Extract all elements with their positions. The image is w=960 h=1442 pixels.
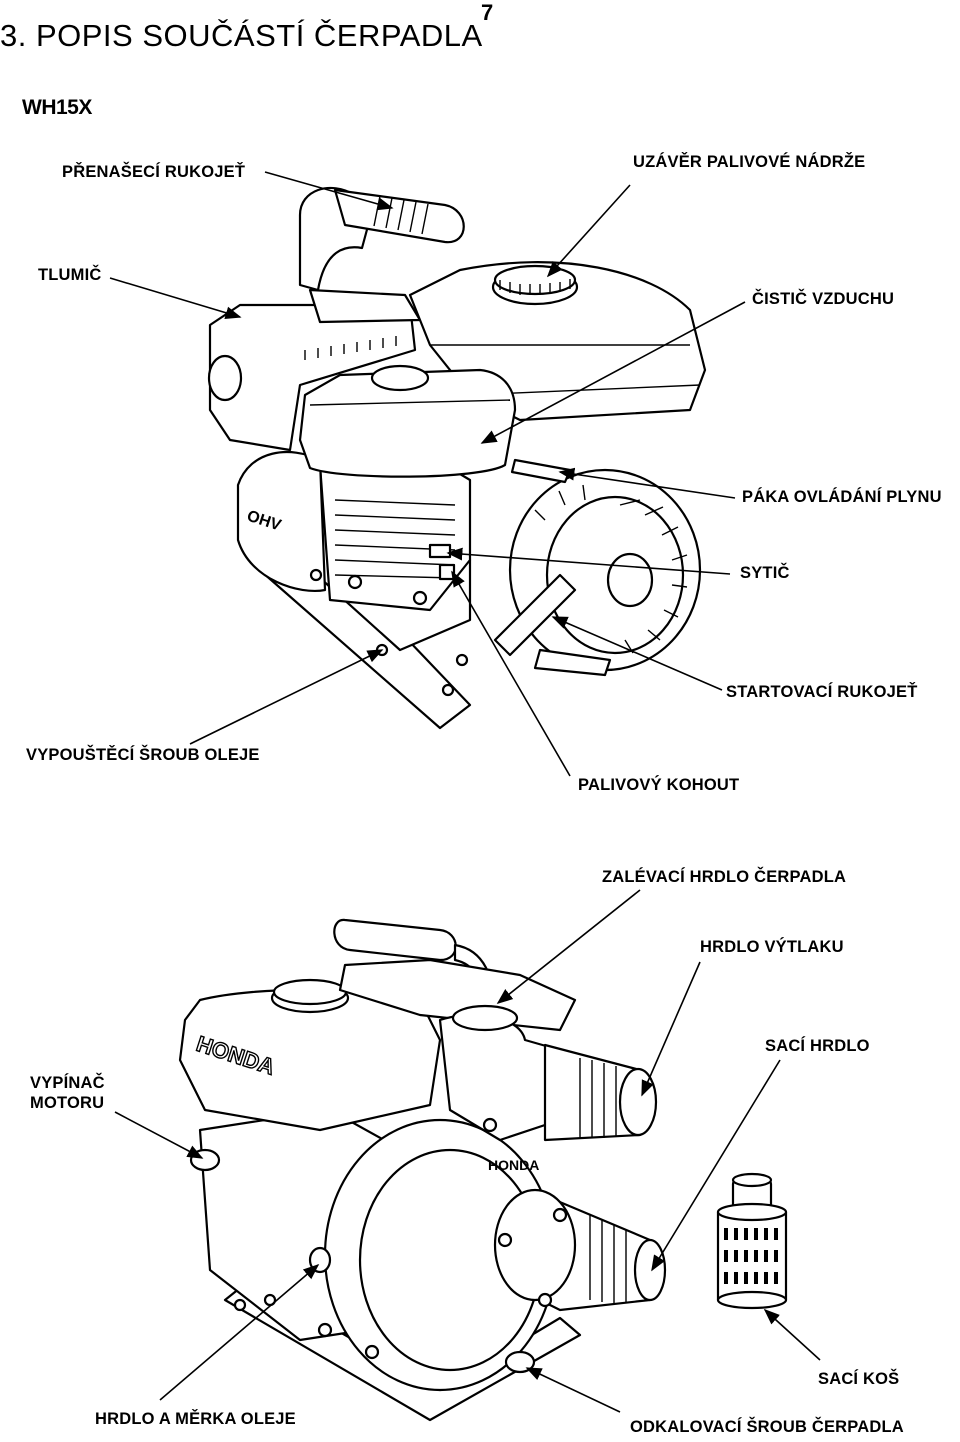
label-starter-grip: STARTOVACÍ RUKOJEŤ (726, 683, 918, 701)
label-oil-filler: HRDLO A MĚRKA OLEJE (95, 1410, 296, 1428)
label-suction-port: SACÍ HRDLO (765, 1037, 870, 1055)
label-fuel-valve: PALIVOVÝ KOHOUT (578, 776, 740, 794)
label-muffler: TLUMIČ (38, 266, 102, 284)
label-oil-drain: VYPOUŠTĚCÍ ŠROUB OLEJE (26, 746, 260, 764)
label-carry-handle: PŘENAŠECÍ RUKOJEŤ (62, 163, 246, 181)
bottom-pump-drawing: HONDA HONDA (178, 918, 788, 1422)
label-throttle-lever: PÁKA OVLÁDÁNÍ PLYNU (742, 488, 942, 506)
page-number: 7 (481, 0, 494, 25)
bottom-leader-lines (114, 889, 821, 1413)
top-engine-drawing: OHV (207, 186, 707, 730)
label-fuel-cap: UZÁVĚR PALIVOVÉ NÁDRŽE (633, 153, 866, 171)
label-air-cleaner: ČISTIČ VZDUCHU (752, 290, 895, 308)
label-strainer: SACÍ KOŠ (818, 1370, 900, 1388)
label-priming-port: ZALÉVACÍ HRDLO ČERPADLA (602, 868, 847, 886)
top-leader-lines (109, 171, 746, 777)
label-drain-plug: ODKALOVACÍ ŠROUB ČERPADLA (630, 1418, 904, 1436)
label-choke: SYTIČ (740, 564, 790, 582)
page-title: 3. POPIS SOUČÁSTÍ ČERPADLA (0, 18, 483, 53)
label-discharge-port: HRDLO VÝTLAKU (700, 938, 844, 956)
label-engine-switch: VYPÍNAČ MOTORU (30, 1074, 105, 1112)
model-label: WH15X (22, 96, 92, 119)
honda-pump-mark: HONDA (488, 1157, 539, 1173)
